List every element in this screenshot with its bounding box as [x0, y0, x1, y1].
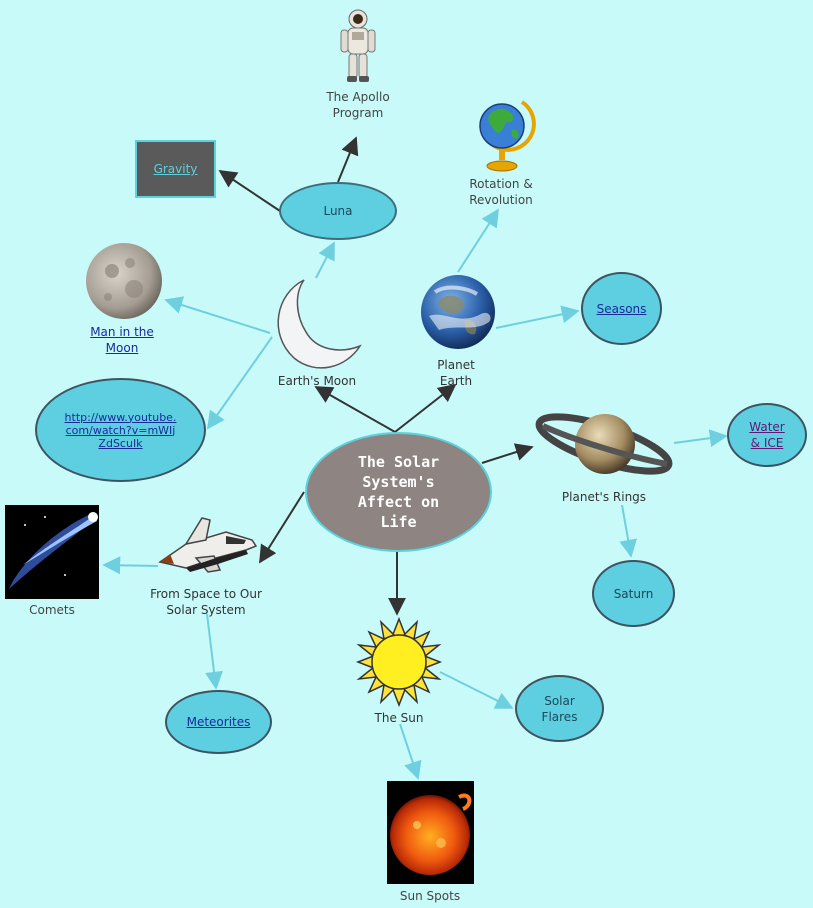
edge-center-rings: [481, 443, 534, 464]
gravity-node[interactable]: Gravity: [135, 140, 216, 198]
seasons-node[interactable]: Seasons: [581, 272, 662, 345]
comet-icon: [5, 505, 99, 599]
meteorites-link[interactable]: Meteorites: [186, 715, 251, 729]
space-shuttle-icon: [158, 517, 258, 573]
youtube-node[interactable]: http://www.youtube.com/watch?v=mWIjZdScu…: [35, 378, 206, 482]
globe-icon: [479, 100, 536, 172]
edge-center-moon: [314, 386, 396, 433]
astronaut-icon: [340, 9, 376, 82]
the-sun-label: The Sun: [374, 711, 424, 725]
edge-luna-gravity: [218, 170, 281, 212]
edge-moon-maninmoon: [164, 296, 271, 334]
sun-photo-icon: [387, 781, 474, 884]
sun-icon: [355, 616, 443, 708]
water-ice-link[interactable]: Water & ICE: [749, 420, 785, 450]
edge-space-meteorites: [205, 613, 223, 690]
solar-flares-label: Solar Flares: [541, 693, 578, 724]
luna-label: Luna: [323, 204, 353, 218]
edge-moon-youtube: [206, 336, 273, 430]
edge-rings-saturn: [619, 504, 638, 558]
solar-flares-node: Solar Flares: [515, 675, 604, 742]
edge-space-comets: [102, 556, 159, 575]
water-ice-node[interactable]: Water & ICE: [727, 403, 807, 467]
saturn-label: Saturn: [613, 586, 654, 601]
edge-moon-luna: [315, 241, 335, 279]
from-space-label: From Space to Our Solar System: [150, 587, 262, 617]
edge-earth-seasons: [495, 305, 580, 329]
apollo-program-label: The Apollo Program: [326, 90, 390, 120]
central-topic: The Solar System's Affect on Life: [305, 432, 492, 552]
planets-rings-label: Planet's Rings: [561, 490, 647, 504]
diagram-title: The Solar System's Affect on Life: [357, 453, 440, 531]
edge-center-earth: [394, 383, 457, 433]
edge-earth-rotation: [457, 208, 499, 273]
gravity-link[interactable]: Gravity: [153, 162, 198, 176]
edge-rings-water: [673, 429, 728, 448]
rotation-revolution-label: Rotation & Revolution: [469, 177, 533, 207]
edge-center-space: [259, 491, 305, 564]
luna-node: Luna: [279, 182, 397, 240]
sun-spots-label: Sun Spots: [399, 889, 461, 903]
edge-sun-sunspots: [399, 723, 422, 780]
man-in-moon-link[interactable]: Man in the Moon: [90, 325, 154, 355]
earths-moon-label: Earth's Moon: [277, 374, 357, 388]
man-in-moon-node[interactable]: Man in the Moon: [80, 324, 164, 356]
edge-sun-flares: [439, 671, 514, 709]
moon-icon: [86, 243, 162, 319]
saturn-icon: [535, 413, 673, 475]
comets-label: Comets: [29, 603, 75, 617]
saturn-node: Saturn: [592, 560, 675, 627]
crescent-moon-icon: [277, 279, 362, 369]
youtube-link[interactable]: http://www.youtube.com/watch?v=mWIjZdScu…: [64, 410, 177, 450]
earth-icon: [421, 275, 495, 349]
meteorites-node[interactable]: Meteorites: [165, 690, 272, 754]
planet-earth-label: Planet Earth: [437, 358, 475, 388]
edge-luna-apollo: [337, 136, 359, 183]
seasons-link[interactable]: Seasons: [596, 301, 647, 316]
